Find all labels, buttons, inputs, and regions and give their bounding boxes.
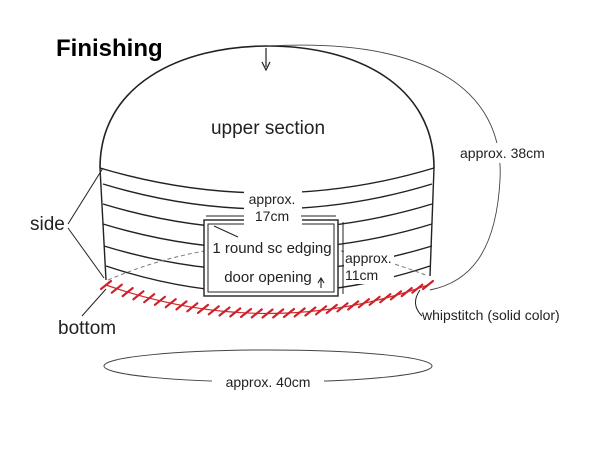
whipstitch-leader bbox=[415, 289, 423, 317]
whipstitch-mark bbox=[153, 295, 166, 306]
whipstitch-mark bbox=[229, 307, 242, 318]
upper-section-label: upper section bbox=[211, 118, 325, 139]
whipstitch-mark bbox=[250, 308, 263, 319]
side-pointer-lower bbox=[67, 227, 105, 279]
side-pointer-upper bbox=[67, 167, 104, 225]
whipstitch-mark bbox=[196, 303, 210, 314]
whipstitch-mark bbox=[293, 307, 306, 318]
whipstitch-mark bbox=[411, 283, 424, 294]
door-width-label-line1: approx. bbox=[249, 191, 296, 207]
whipstitch-mark bbox=[143, 293, 156, 304]
whipstitch-mark bbox=[400, 287, 413, 298]
whipstitch-mark bbox=[272, 308, 285, 319]
base-label-bg bbox=[212, 372, 324, 390]
door-height-label-bg bbox=[344, 248, 394, 284]
side-label: side bbox=[30, 214, 65, 235]
bottom-pointer bbox=[81, 288, 107, 317]
side-wall-right bbox=[429, 167, 435, 277]
bottom-label: bottom bbox=[58, 318, 116, 339]
whipstitch-mark bbox=[347, 300, 360, 311]
whipstitch-mark bbox=[315, 305, 328, 316]
door-edging-leader bbox=[213, 225, 239, 238]
whipstitch-mark bbox=[379, 293, 392, 304]
whipstitch-mark bbox=[99, 279, 113, 291]
circumference-top-label: approx. 38cm bbox=[460, 145, 545, 161]
base-circumference-label: approx. 40cm bbox=[226, 374, 311, 390]
whipstitch-mark bbox=[132, 290, 145, 301]
whipstitch-mark bbox=[164, 298, 177, 309]
whipstitch-mark bbox=[186, 302, 199, 313]
whipstitch-mark bbox=[304, 306, 317, 317]
door-height-label-line2: 11cm bbox=[345, 267, 378, 283]
whipstitch-marks bbox=[99, 279, 435, 319]
whipstitch-mark bbox=[261, 308, 274, 319]
whipstitch-mark bbox=[368, 295, 381, 306]
door-opening-label: door opening bbox=[224, 269, 312, 286]
whipstitch-mark bbox=[110, 283, 123, 294]
whipstitch-mark bbox=[336, 302, 349, 313]
circumference-top-label-bg bbox=[456, 143, 552, 163]
whipstitch-mark bbox=[121, 287, 134, 298]
door-width-label-bg bbox=[244, 188, 302, 226]
door-opening-outer bbox=[203, 219, 339, 297]
whipstitch-label: whipstitch (solid color) bbox=[421, 307, 560, 323]
side-wall-left bbox=[99, 167, 107, 281]
whipstitch-mark bbox=[421, 279, 435, 291]
dome-outline bbox=[99, 45, 435, 169]
top-marker-arrow bbox=[261, 61, 271, 72]
diagram-title: Finishing bbox=[56, 35, 163, 62]
whipstitch-mark bbox=[175, 300, 188, 311]
whipstitch-mark bbox=[389, 290, 403, 301]
door-marker-arrow bbox=[317, 276, 325, 284]
whipstitch-mark bbox=[218, 306, 231, 317]
whipstitch-mark bbox=[357, 298, 370, 309]
door-height-label-line1: approx. bbox=[345, 250, 392, 266]
door-edging-label: 1 round sc edging bbox=[212, 240, 331, 257]
whipstitch-mark bbox=[282, 307, 296, 319]
whipstitch-mark bbox=[239, 307, 253, 319]
door-width-label-line2: 17cm bbox=[255, 208, 289, 224]
whipstitch-mark bbox=[325, 303, 338, 314]
whipstitch-mark bbox=[207, 305, 220, 316]
